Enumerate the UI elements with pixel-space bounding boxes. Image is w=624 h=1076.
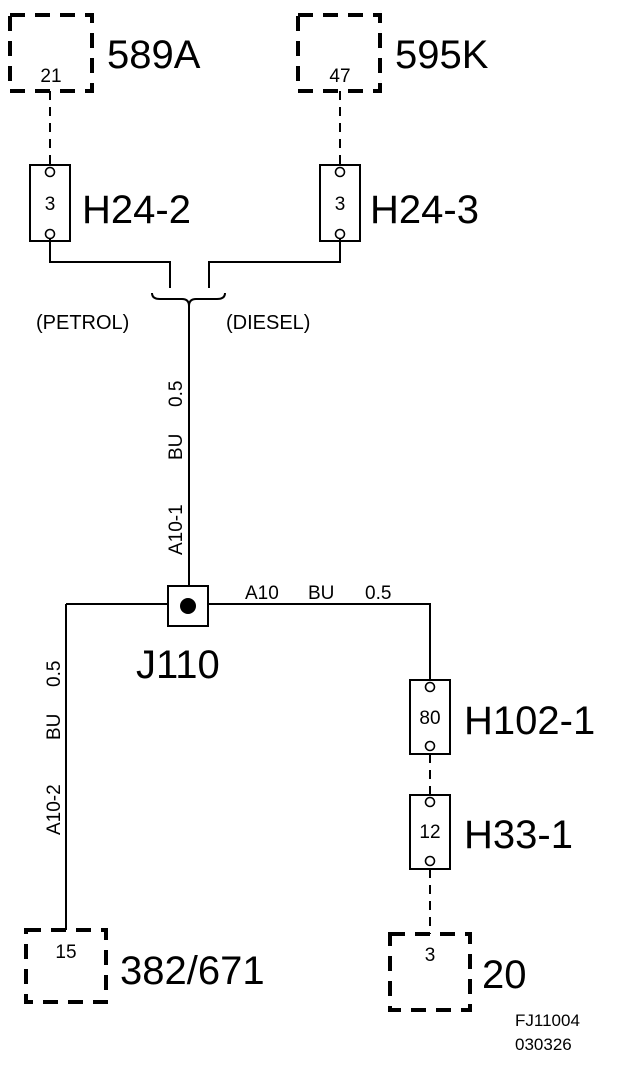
splice-j110-dot: [180, 598, 196, 614]
connector-h24-2-pin: 3: [45, 194, 56, 215]
figure-reference: FJ11004: [515, 1011, 580, 1030]
connector-h24-3-label: H24-3: [370, 188, 479, 232]
connector-h102-1-pin-bottom: [424, 740, 436, 752]
connector-20-box: [388, 932, 472, 1012]
wire-a10-id: A10: [245, 583, 279, 604]
branch-brace: [151, 292, 226, 307]
connector-h102-1-pin-top: [424, 681, 436, 693]
connector-589a-box: [8, 13, 94, 93]
connector-h24-2-pin-bottom: [44, 228, 56, 240]
connector-h33-1-pin-top: [424, 796, 436, 808]
connector-382-671-box: [24, 928, 108, 1004]
connector-h24-2-pin-top: [44, 166, 56, 178]
connector-589a-label: 589A: [107, 33, 201, 77]
connector-20-pin: 3: [425, 945, 436, 966]
wire-a10-2-size: 0.5: [44, 661, 65, 687]
wire-a10-color: BU: [308, 583, 334, 604]
wire-a10-horizontal: [208, 603, 431, 680]
connector-h24-3-pin-top: [334, 166, 346, 178]
connector-h33-1-pin: 12: [419, 822, 440, 843]
connector-h24-2-label: H24-2: [82, 188, 191, 232]
figure-date: 030326: [515, 1035, 572, 1054]
wire-diesel-branch: [208, 239, 341, 288]
splice-j110-label: J110: [136, 643, 220, 687]
wire-a10-2-color: BU: [44, 714, 65, 740]
wire-a10-size: 0.5: [365, 583, 391, 604]
connector-382-671-label: 382/671: [120, 949, 265, 993]
wire-petrol-branch: [49, 239, 171, 288]
connector-h33-1-pin-bottom: [424, 855, 436, 867]
connector-h24-3-pin-bottom: [334, 228, 346, 240]
connector-h102-1-label: H102-1: [464, 699, 595, 743]
connector-595k-label: 595K: [395, 33, 489, 77]
wire-a10-2-id: A10-2: [44, 784, 65, 835]
connector-595k-pin: 47: [329, 66, 350, 87]
wire-a10-1-color: BU: [166, 434, 187, 460]
connector-h24-3-pin: 3: [335, 194, 346, 215]
note-petrol: (PETROL): [36, 312, 129, 334]
connector-h102-1-pin: 80: [419, 708, 440, 729]
connector-589a-pin: 21: [40, 66, 61, 87]
connector-h33-1-label: H33-1: [464, 813, 573, 857]
note-diesel: (DIESEL): [226, 312, 310, 334]
connector-20-label: 20: [482, 953, 527, 997]
connector-382-671-pin: 15: [55, 942, 76, 963]
wire-a10-1-id: A10-1: [166, 504, 187, 555]
wire-a10-1-size: 0.5: [166, 381, 187, 407]
connector-595k-box: [296, 13, 382, 93]
